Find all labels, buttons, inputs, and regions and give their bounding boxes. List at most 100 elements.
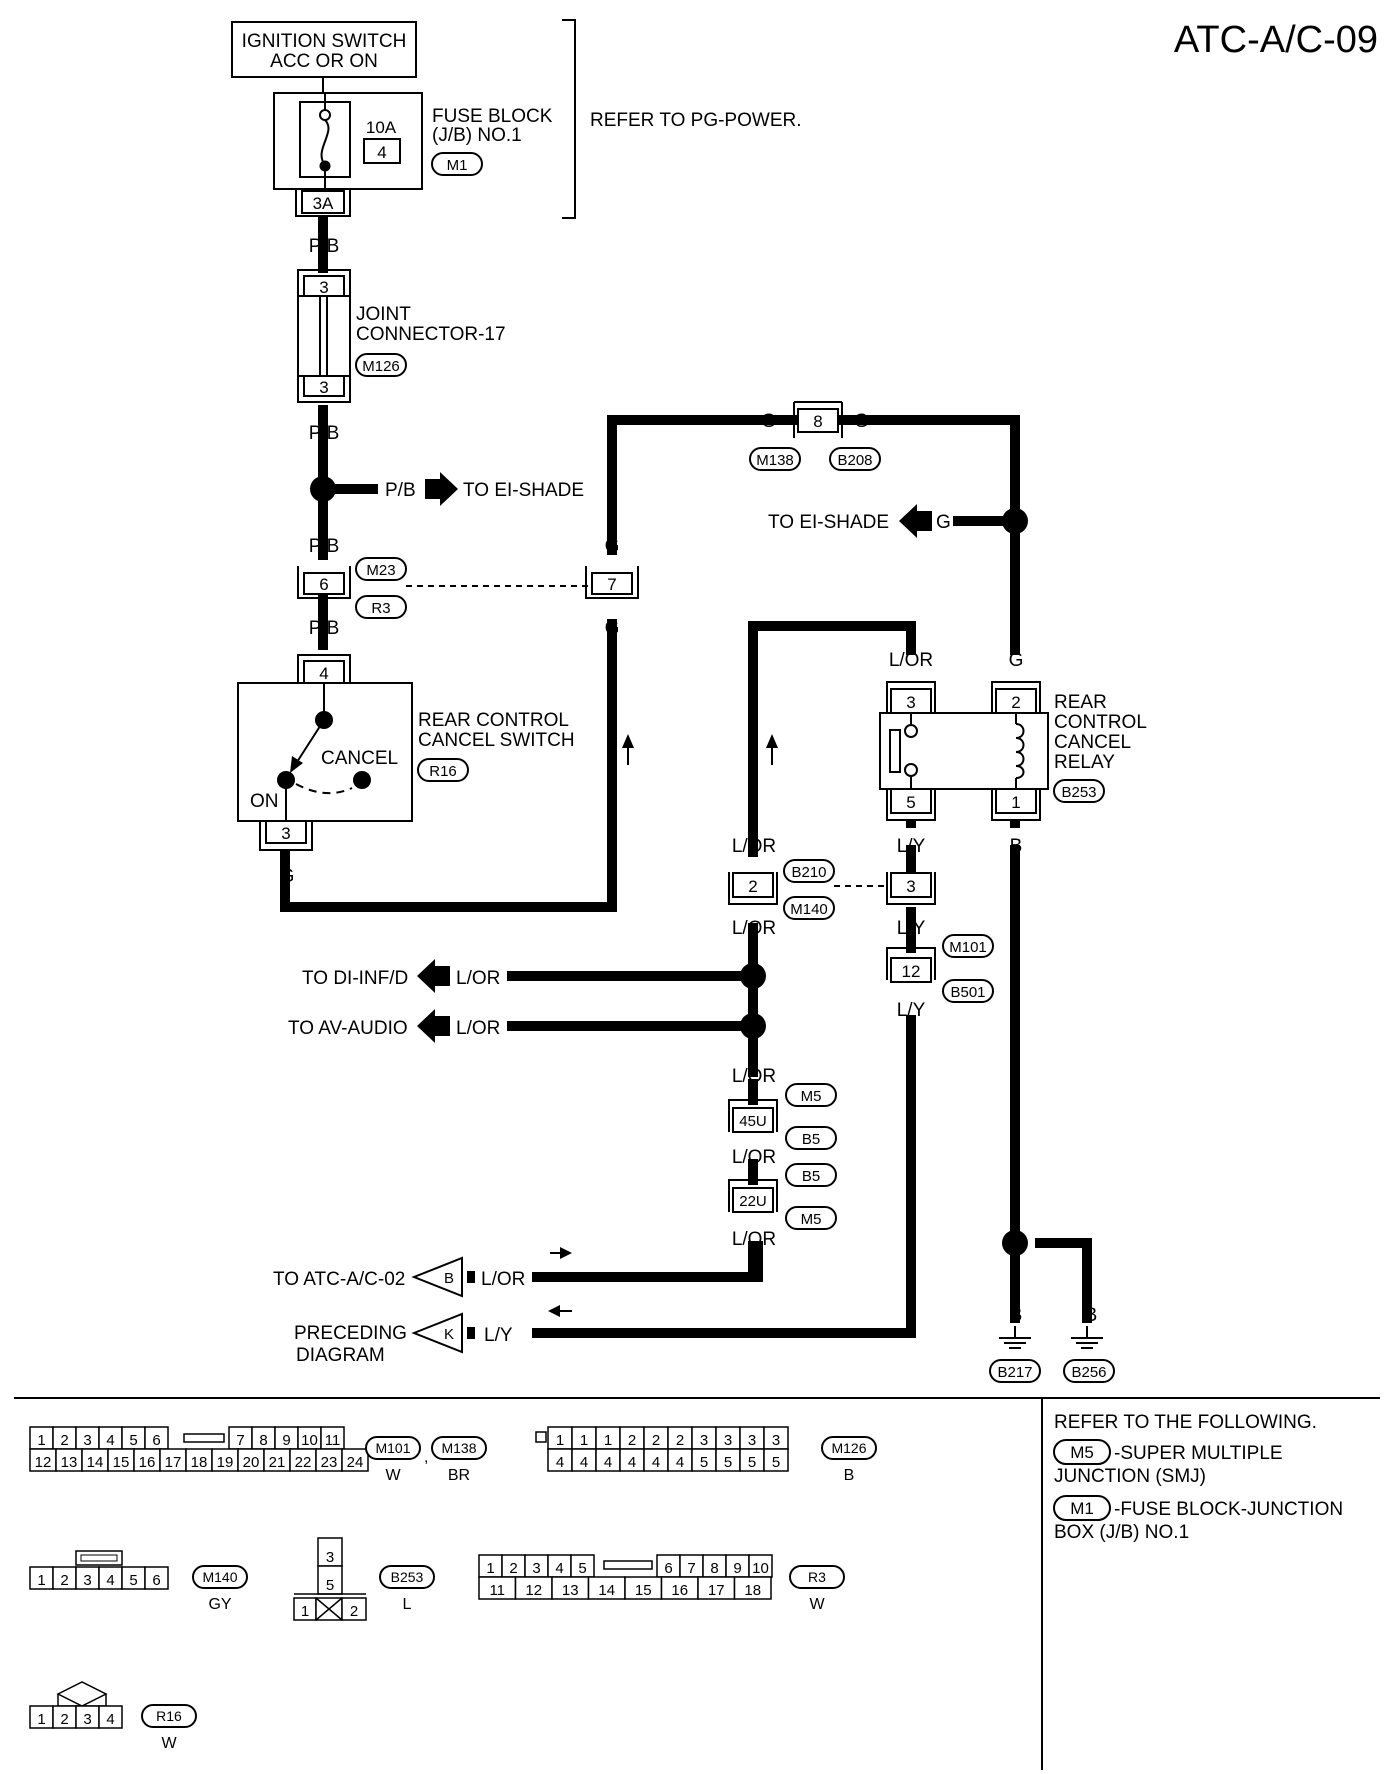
wire-g-right [857,415,1020,655]
relay-pin3-bracket [886,681,936,713]
m126-top-pin-5: 2 [676,1432,684,1449]
r3-top-pin-2: 2 [509,1560,517,1577]
r3-lock-tab [603,1560,653,1570]
b210-id: B210 [791,864,826,881]
refer-following: REFER TO THE FOLLOWING. M5 -SUPER MULTIP… [1053,1412,1343,1543]
fuse-block-connector: M1 [447,157,468,174]
r3-bottom-pin-11: 11 [489,1582,505,1599]
m101-bottom-pin-24: 24 [347,1454,364,1471]
wire-label-lor-atc: L/OR [481,1269,525,1290]
face-m126-id-badge [821,1436,877,1460]
ref-m5-badge [1053,1439,1111,1465]
flag-b-stub [467,1271,475,1283]
fuse-number: 4 [377,143,386,162]
splice-lor-1 [740,963,766,989]
joint-label-1: JOINT [356,304,411,325]
b501-id: B501 [950,984,985,1001]
relay-pin2-bracket [991,681,1041,713]
m140-pin-1: 1 [37,1572,45,1589]
relay-pin3: 3 [906,693,915,712]
m101-bottom-pin-13: 13 [61,1454,78,1471]
m101-top-pin-4: 4 [106,1432,114,1449]
conn22u-pin-box [732,1187,774,1213]
joint-top-bracket [297,269,351,296]
joint-bottom-bracket [297,376,351,403]
r16-id: R16 [429,763,457,780]
m101-top-pin-10: 10 [301,1432,318,1449]
relay-body [879,712,1049,790]
conn6-bracket [297,566,351,599]
relay-label-4: RELAY [1054,752,1115,773]
page-code: ATC-A/C-09 [1174,19,1378,61]
face-m140-id: M140 [202,1569,237,1585]
ref-m5-desc-2: JUNCTION (SMJ) [1054,1466,1206,1487]
wire-label-g-switch: G [280,866,295,887]
r16-pin-2: 2 [60,1711,68,1728]
b253-pin-5-cell [317,1565,343,1595]
m101-top-pin-2: 2 [60,1432,68,1449]
m101-top-pin-7: 7 [236,1432,244,1449]
m140-id: M140 [790,901,828,918]
wire-label-pb-4: P/B [309,618,340,639]
r3-bottom-pin-14: 14 [598,1582,615,1599]
wire-label-pb-branch: P/B [385,480,416,501]
m101-bottom-pin-15: 15 [113,1454,130,1471]
connector-b210-m140: 2 B210 M140 3 [728,859,936,920]
sw-pin-bottom: 3 [281,824,290,843]
conn12-pin-box [890,957,932,983]
face-r16-color: W [161,1735,177,1752]
r3-top-pin-5: 5 [578,1560,586,1577]
m126-top-pin-6: 3 [700,1432,708,1449]
m101-bottom-pin-23: 23 [321,1454,338,1471]
wire-label-pb-3: P/B [309,536,340,557]
r3-top-pin-3: 3 [532,1560,540,1577]
wire-label-lor-b210-top: L/OR [732,836,776,857]
dir-arrow-lor-head [766,734,778,748]
r16-pin-4-cell [98,1705,123,1729]
sw-on-contact [277,771,295,789]
r3-bottom-pin-17: 17 [708,1582,725,1599]
r3-bottom-pin-15: 15 [635,1582,652,1599]
b208-badge [829,447,881,471]
wires [280,217,1092,1338]
conn22u-pin: 22U [739,1193,767,1210]
refer-title: REFER TO THE FOLLOWING. [1054,1412,1317,1433]
m101-bottom-pin-20: 20 [243,1454,260,1471]
r3-top-pin-6: 6 [664,1560,672,1577]
ref-m1-desc-2: BOX (J/B) NO.1 [1054,1522,1189,1543]
sw-blade [296,719,325,763]
face-r3-color: W [809,1596,825,1613]
b208-id: B208 [837,452,872,469]
dest-di-infd: TO DI-INF/D [302,968,408,989]
conn22u-bracket [728,1179,778,1212]
fuse-number-box [363,138,401,164]
m101-bottom-pin-19: 19 [217,1454,234,1471]
m140-pin-5: 5 [129,1572,137,1589]
wire-label-ly-3: L/Y [897,1000,926,1021]
arrow-to-av-audio [417,1009,450,1043]
m126-top-pin-3: 2 [628,1432,636,1449]
conn3-pin-box [890,872,932,898]
wire-label-b-2: B [1010,1305,1023,1326]
conn12-pin: 12 [902,962,921,981]
joint-label-2: CONNECTOR-17 [356,324,506,345]
relay-pin3-box [890,688,932,714]
fuse-amps: 10A [366,118,397,137]
face-m138-id-badge [431,1436,487,1460]
r16-pin-1: 1 [37,1711,45,1728]
sw-blade-arrow [290,756,303,773]
m101-top-pin-9: 9 [282,1432,290,1449]
m126-bottom-pin-2: 4 [604,1454,612,1471]
wire-label-lor-m5-1: L/OR [732,1066,776,1087]
relay-pin5-box [890,788,932,814]
sw-pin-top: 4 [319,664,328,683]
face-r16-id: R16 [156,1708,182,1724]
face-m126-color: B [844,1467,855,1484]
conn2-bracket [728,872,778,905]
face-r3-id: R3 [808,1569,826,1585]
b5-badge-1 [785,1126,837,1150]
m101-bottom-pin-18: 18 [191,1454,208,1471]
b253-pin-2-cell [341,1597,367,1621]
wire-g-switch [280,619,617,912]
